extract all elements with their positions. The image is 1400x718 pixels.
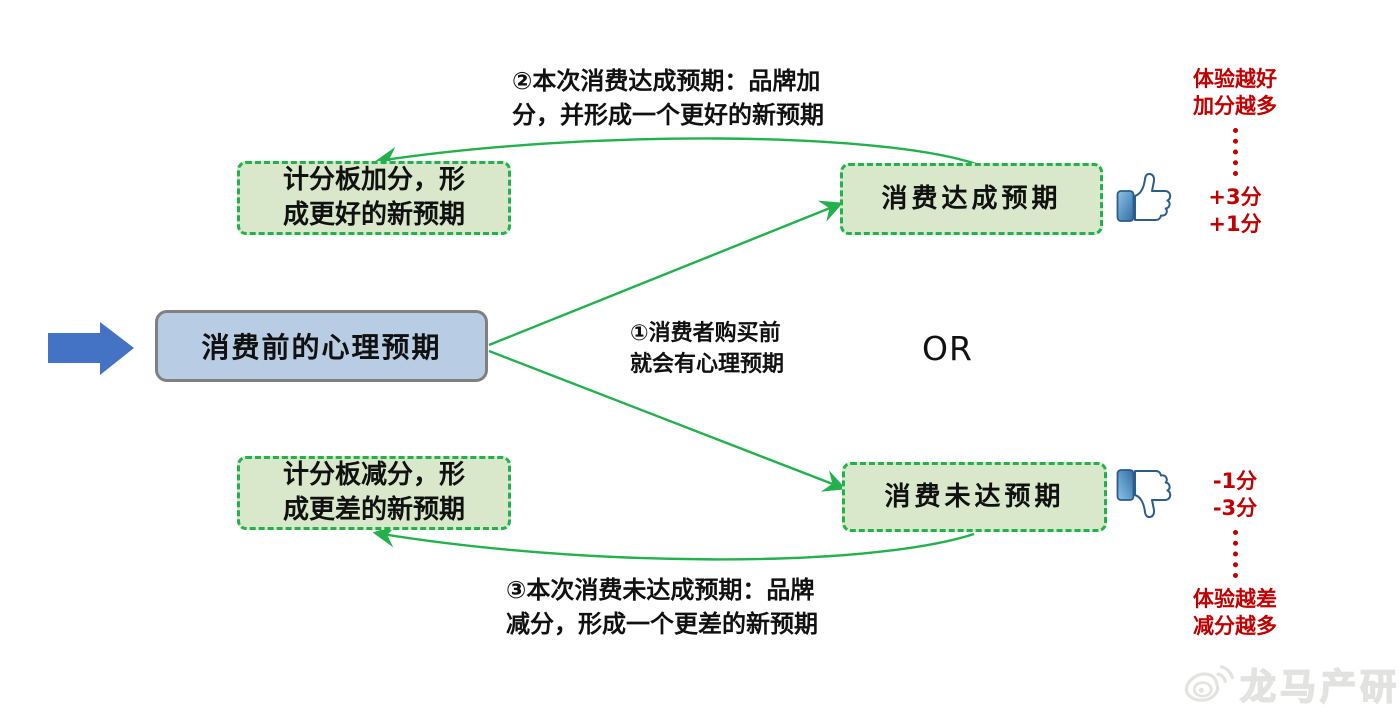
thumbs-down-icon [1116, 469, 1172, 519]
score-scale-top: 体验越好 加分越多 +3分 +1分 [1170, 66, 1300, 238]
blue-entry-arrow [48, 322, 134, 375]
node-unmet-expectation: 消费未达预期 [842, 462, 1107, 532]
feedback-curve-bottom [372, 524, 975, 561]
or-label: OR [922, 329, 973, 368]
node-met-expectation: 消费达成预期 [840, 163, 1103, 235]
scale-top-caption-2: 加分越多 [1193, 94, 1277, 118]
annotation-step1: ①消费者购买前 就会有心理预期 [630, 321, 785, 377]
scale-top-caption-1: 体验越好 [1193, 67, 1277, 91]
flow-line-to-unmet-expectation [488, 349, 847, 492]
scale-top-score-high: +3分 [1208, 185, 1262, 209]
weibo-logo-icon [1184, 665, 1234, 702]
annotation-step2: ②本次消费达成预期：品牌加 分，并形成一个更好的新预期 [512, 67, 824, 129]
flow-line-to-met-expectation [488, 200, 844, 347]
watermark-text: 龙马产研 [1239, 666, 1400, 709]
dotted-scale-line-bottom [1232, 530, 1238, 578]
node-scoreboard-plus: 计分板加分，形 成更好的新预期 [237, 161, 511, 235]
scale-bottom-score-high: -3分 [1212, 496, 1258, 520]
scale-top-score-low: +1分 [1208, 212, 1262, 236]
node-scoreboard-minus: 计分板减分，形 成更差的新预期 [237, 456, 511, 530]
watermark: 龙马产研 [1182, 658, 1400, 710]
node-pre-expectation: 消费前的心理预期 [155, 310, 488, 382]
scale-bottom-score-low: -1分 [1212, 469, 1258, 493]
thumbs-up-icon [1116, 172, 1172, 222]
dotted-scale-line-top [1232, 128, 1238, 176]
annotation-step3: ③本次消费未达成预期：品牌 减分，形成一个更差的新预期 [506, 576, 818, 638]
score-scale-bottom: -1分 -3分 体验越差 减分越多 [1170, 468, 1300, 640]
feedback-curve-top [374, 137, 977, 170]
scale-bottom-caption-2: 减分越多 [1193, 614, 1277, 638]
scale-bottom-caption-1: 体验越差 [1193, 587, 1277, 611]
